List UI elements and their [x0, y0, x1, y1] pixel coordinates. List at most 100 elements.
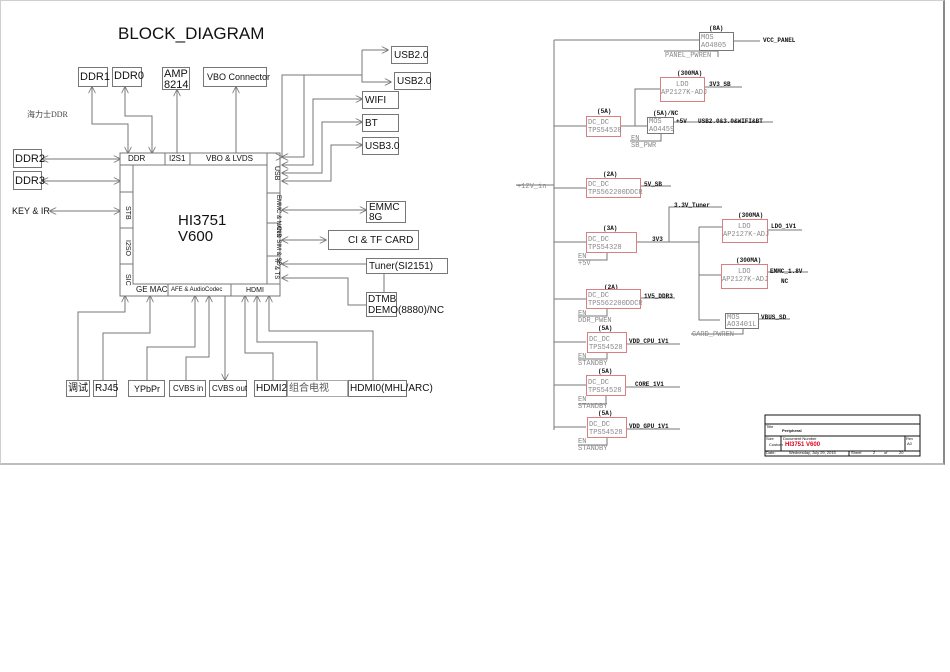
ddr3-block: DDR3	[13, 171, 45, 190]
dcdc-core-standby: STANDBY	[578, 403, 608, 411]
soc-port-i2s1: I2S1	[169, 154, 186, 163]
emmc-1v8-net: EMMC_1.8V	[770, 268, 803, 275]
tb-doc-label: Document Number	[783, 436, 817, 441]
diagram-title: BLOCK_DIAGRAM	[118, 24, 265, 43]
vbus-sd-net: VBUS_SD	[761, 314, 787, 321]
sb-pwr-net: SB_PWR	[631, 142, 657, 150]
mos-5v-current: (5A)/NC	[653, 110, 679, 117]
dcdc-cpu-en: EN	[578, 353, 587, 361]
5v-sb-net: 5V_SB	[644, 181, 663, 188]
wifi-block: WIFI	[362, 91, 399, 109]
mos-panel-current: (8A)	[709, 25, 724, 32]
emmc-1v8-nc-note: NC	[781, 278, 789, 285]
schematic-page	[0, 0, 945, 465]
ypbpr-block: YPbPr	[128, 380, 165, 397]
panel-pwren-net: PANEL_PWREN	[665, 52, 712, 60]
soc-port-usb: USB	[273, 166, 280, 181]
rj45-block: RJ45	[93, 380, 118, 397]
dcdc-3v3-enable-net: +5V	[578, 260, 591, 268]
dcdc-3v3-en: EN	[578, 253, 587, 261]
soc-port-ddr: DDR	[128, 154, 146, 163]
dcdc-gpu-standby: STANDBY	[578, 445, 608, 453]
dcdc-core-en: EN	[578, 396, 587, 404]
card-pwren-net: CARD_PWREN	[692, 331, 735, 339]
dcdc-gpu-en: EN	[578, 438, 587, 446]
dcdc-ddr-en: EN	[578, 310, 587, 318]
dcdc-core-current: (5A)	[598, 368, 613, 375]
key-ir-label: KEY & IR	[12, 206, 50, 216]
title-block-frame	[764, 414, 921, 457]
soc-port-afe-audio: AFE & AudioCodec	[171, 287, 223, 293]
hdmi2-block: HDMI2	[254, 380, 287, 397]
tb-of-value: 20	[899, 450, 904, 455]
soc-port-stb: STB	[124, 206, 131, 220]
debug-block: 调试	[66, 380, 90, 397]
tb-rev-value: A0	[907, 441, 912, 446]
usb3-block: USB3.0	[362, 137, 399, 155]
tb-of-label: of	[884, 450, 888, 455]
tb-title-value: Peripheral	[782, 428, 802, 433]
dcdc-ddr-current: (2A)	[604, 284, 619, 291]
usb2-block-a: USB2.0	[391, 46, 428, 64]
cvbs-in-block: CVBS in	[169, 380, 206, 397]
dcdc-5vsb-current: (2A)	[603, 171, 618, 178]
power-input-label: +12V_in	[517, 183, 547, 191]
tb-title-label: Title	[766, 424, 774, 429]
3v3-sb-net: 3V3_SB	[709, 81, 731, 88]
bt-block: BT	[362, 114, 399, 132]
dcdc-main-current: (5A)	[597, 108, 612, 115]
ldo-1v1-net: LDO_1V1	[771, 223, 797, 230]
usb-wifi-bt-load: USB2.0&3.0&WIFI&BT	[698, 118, 763, 125]
ddr-vendor-note: 海力士DDR	[27, 110, 68, 119]
tuner-rail-net: 3.3V_Tuner	[674, 202, 711, 209]
1v5-ddr3-net: 1V5_DDR3	[644, 293, 673, 300]
plus5v-net: +5V	[676, 118, 687, 125]
tb-rev-label: Rev	[906, 436, 914, 441]
soc-name-line1: HI3751	[178, 212, 227, 229]
soc-port-if-ts: IF & TS	[273, 259, 279, 280]
dcdc-cpu-standby: STANDBY	[578, 360, 608, 368]
tb-sheet-label: Sheet	[851, 450, 862, 455]
ldo-1v1-current: (300MA)	[738, 212, 764, 219]
dcdc-3v3-current: (3A)	[603, 225, 618, 232]
combo-tv-block: 组合电视	[287, 380, 348, 397]
ddr0-block: DDR0	[112, 67, 144, 87]
tb-date-label: Date:	[766, 450, 776, 455]
dcdc-gpu-current: (5A)	[598, 410, 613, 417]
ci-tf-card-block: CI & TF CARD	[328, 230, 419, 250]
core-1v1-net: CORE_1V1	[635, 381, 664, 388]
tb-sheet-value: 2	[873, 450, 876, 455]
dcdc-cpu-current: (5A)	[598, 325, 613, 332]
hdmi0-block: HDMI0(MHL/ARC)	[348, 380, 433, 397]
3v3-net: 3V3	[652, 236, 663, 243]
ddr2-block: DDR2	[13, 149, 45, 168]
soc-port-sic: SIC	[124, 274, 131, 286]
soc-port-hdmi: HDMI	[246, 287, 264, 294]
tb-size-value: Custom	[769, 442, 783, 447]
ldo-1v8-current: (300MA)	[736, 257, 762, 264]
soc-port-i2so: I2SO	[124, 240, 131, 256]
ldo-3v3sb-current: (300MA)	[677, 70, 703, 77]
vdd-gpu-net: VDD_GPU_1V1	[629, 423, 669, 430]
tb-doc-value: HI3751 V600	[785, 442, 821, 448]
tuner-block: Tuner(SI2151)	[366, 258, 448, 274]
soc-name-line2: V600	[178, 228, 214, 245]
tb-date-value: Wednesday, July 29, 2015	[789, 450, 836, 455]
soc-outline	[119, 152, 281, 297]
